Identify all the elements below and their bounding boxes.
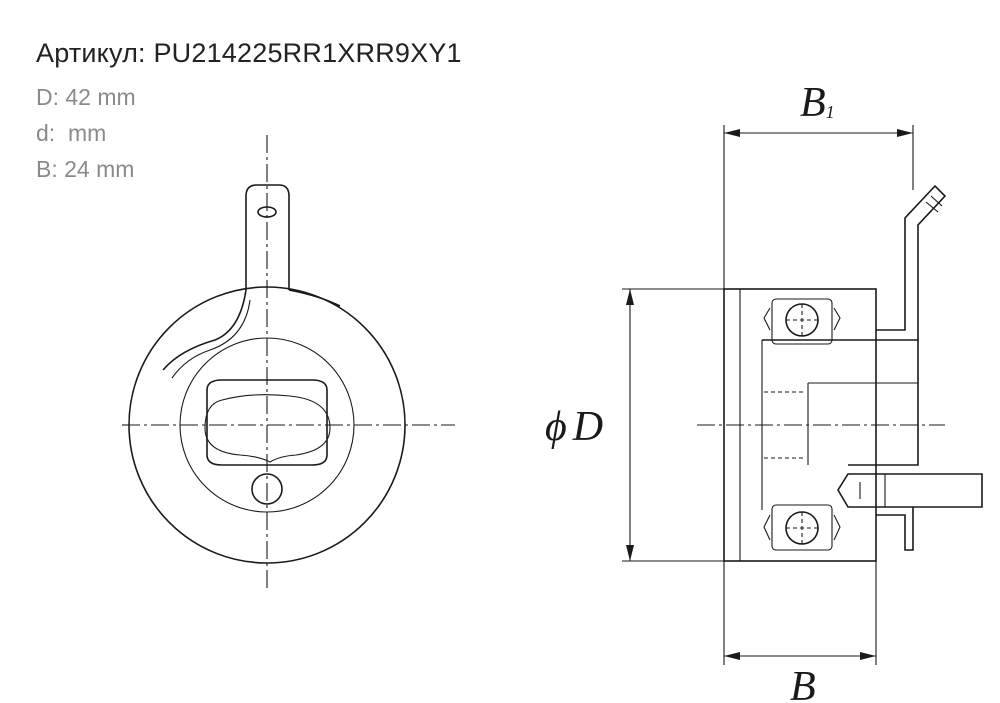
spec-value: 42 mm [65,84,136,110]
front-view [122,135,455,592]
article-line: Артикул: PU214225RR1XRR9XY1 [36,38,462,69]
bore-hidden-lines [764,391,806,459]
spec-row-outer-diameter: D: 42 mm [36,84,136,111]
inner-ring-circle [179,337,355,513]
spec-label: d: [36,120,56,146]
article-value: PU214225RR1XRR9XY1 [153,38,462,68]
arm-sweep-right [288,289,341,307]
arm-hole [257,206,277,218]
center-slot-outer [206,379,328,466]
center-slot-kidney [204,394,331,463]
side-arm [876,184,947,340]
dim-label-b: B [790,664,816,703]
eccentric-hole [251,473,283,505]
bearing-ball-top [763,298,841,345]
bearing-ball-bottom [763,504,841,551]
article-label: Артикул: [36,38,146,68]
spec-label: B: [36,156,58,182]
side-arm-hatch [925,195,943,213]
hub-outline [762,339,919,466]
spec-value: 24 mm [64,156,135,182]
bolt-shank [837,473,983,508]
spec-row-width: B: 24 mm [36,156,134,183]
outer-ring-circle [128,286,406,564]
spec-value: mm [67,120,107,146]
dim-label-b1: B1 [800,80,835,126]
arm-sweep-left-inner [171,299,251,379]
outer-body [723,288,877,562]
spec-row-inner-diameter: d: mm [36,120,106,147]
dim-arrows-b [724,652,876,660]
spec-label: D: [36,84,59,110]
arm-sweep-left [162,289,247,371]
lower-bracket [876,507,914,551]
mounting-arm [245,184,290,290]
